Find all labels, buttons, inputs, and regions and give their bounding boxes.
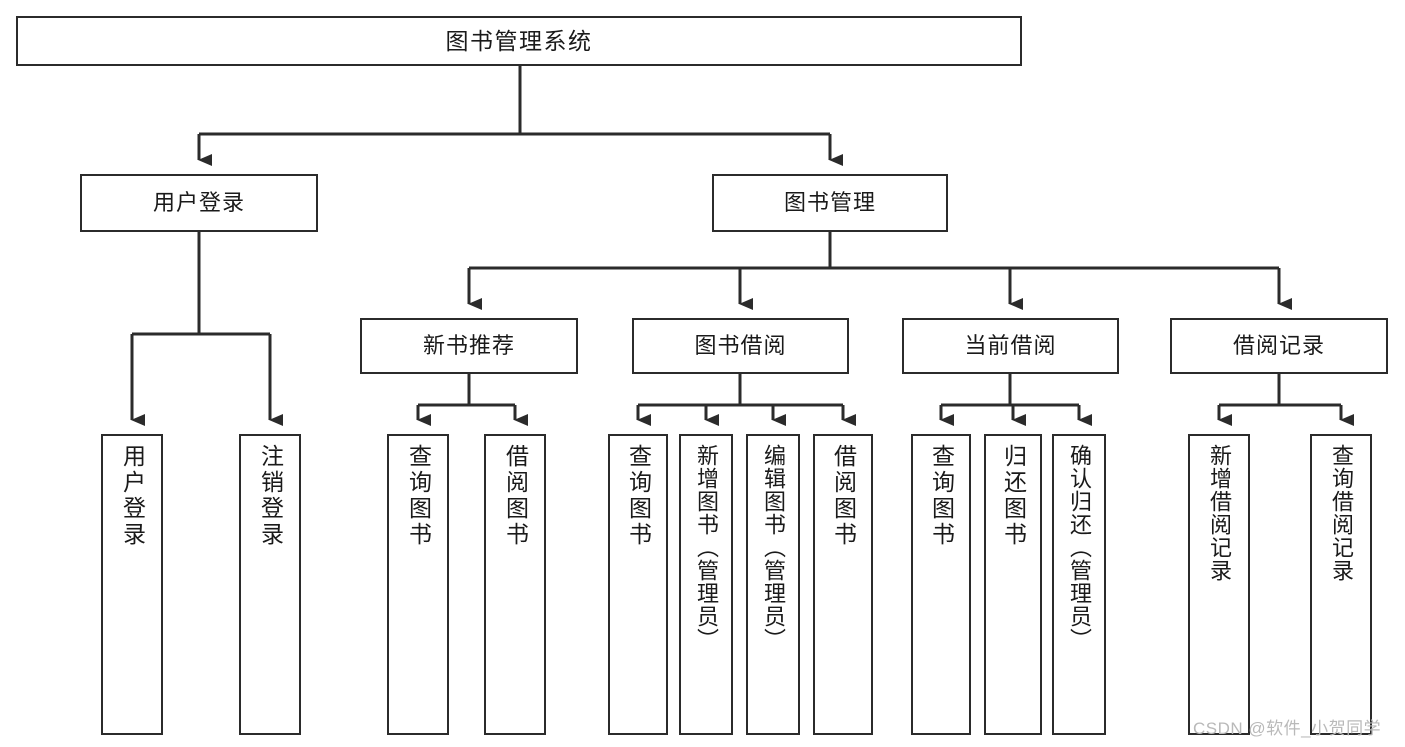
node-leaf-confirm-return-admin[interactable]: 确认归还（管理员） — [1052, 434, 1106, 735]
node-book-management-label: 图书管理 — [783, 190, 876, 216]
node-root[interactable]: 图书管理系统 — [16, 16, 1022, 66]
node-current-borrow[interactable]: 当前借阅 — [902, 318, 1119, 374]
node-leaf-current-query-book-label: 查询图书 — [928, 444, 955, 548]
node-leaf-recommend-query-book-label: 查询图书 — [405, 444, 432, 548]
node-leaf-add-book-admin[interactable]: 新增图书（管理员） — [679, 434, 733, 735]
node-leaf-confirm-return-admin-label: 确认归还（管理员） — [1067, 444, 1092, 651]
node-leaf-return-book-label: 归还图书 — [1000, 444, 1027, 548]
node-leaf-query-borrow-record-label: 查询借阅记录 — [1329, 444, 1354, 582]
node-leaf-borrow-book[interactable]: 借阅图书 — [813, 434, 873, 735]
node-new-book-recommend[interactable]: 新书推荐 — [360, 318, 578, 374]
node-current-borrow-label: 当前借阅 — [964, 333, 1057, 359]
node-root-label: 图书管理系统 — [445, 27, 593, 54]
node-leaf-borrow-book-label: 借阅图书 — [830, 444, 857, 548]
node-leaf-borrow-query-book[interactable]: 查询图书 — [608, 434, 668, 735]
node-leaf-logout[interactable]: 注销登录 — [239, 434, 301, 735]
node-user-login[interactable]: 用户登录 — [80, 174, 318, 232]
node-book-borrow-label: 图书借阅 — [694, 333, 787, 359]
node-borrow-record-label: 借阅记录 — [1232, 333, 1325, 359]
node-leaf-return-book[interactable]: 归还图书 — [984, 434, 1042, 735]
node-leaf-edit-book-admin-label: 编辑图书（管理员） — [761, 444, 786, 651]
node-leaf-user-login-label: 用户登录 — [119, 444, 146, 548]
node-leaf-edit-book-admin[interactable]: 编辑图书（管理员） — [746, 434, 800, 735]
node-leaf-user-login[interactable]: 用户登录 — [101, 434, 163, 735]
node-book-management[interactable]: 图书管理 — [712, 174, 948, 232]
node-leaf-recommend-query-book[interactable]: 查询图书 — [387, 434, 449, 735]
node-leaf-add-borrow-record-label: 新增借阅记录 — [1207, 444, 1232, 582]
node-leaf-current-query-book[interactable]: 查询图书 — [911, 434, 971, 735]
node-user-login-label: 用户登录 — [152, 190, 245, 216]
node-leaf-borrow-query-book-label: 查询图书 — [625, 444, 652, 548]
node-borrow-record[interactable]: 借阅记录 — [1170, 318, 1388, 374]
node-leaf-add-borrow-record[interactable]: 新增借阅记录 — [1188, 434, 1250, 735]
node-leaf-recommend-borrow-book[interactable]: 借阅图书 — [484, 434, 546, 735]
node-new-book-recommend-label: 新书推荐 — [422, 333, 515, 359]
node-book-borrow[interactable]: 图书借阅 — [632, 318, 849, 374]
csdn-watermark: CSDN @软件_小贺同学 — [1193, 719, 1382, 738]
node-leaf-recommend-borrow-book-label: 借阅图书 — [502, 444, 529, 548]
node-leaf-add-book-admin-label: 新增图书（管理员） — [694, 444, 719, 651]
node-leaf-query-borrow-record[interactable]: 查询借阅记录 — [1310, 434, 1372, 735]
node-leaf-logout-label: 注销登录 — [257, 444, 284, 548]
